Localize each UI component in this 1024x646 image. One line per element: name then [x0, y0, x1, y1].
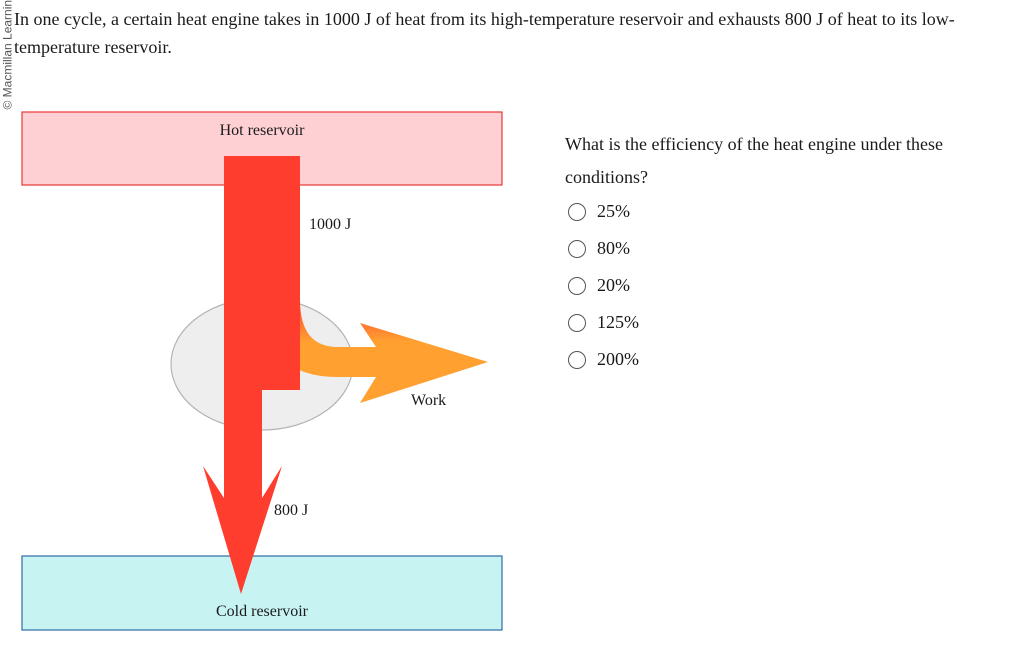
hot-reservoir-label: Hot reservoir — [220, 122, 306, 139]
answer-choices: 25% 80% 20% 125% 200% — [568, 193, 639, 378]
heat-out-label: 800 J — [274, 502, 308, 519]
radio-button[interactable] — [568, 350, 586, 369]
choice-20-percent[interactable]: 20% — [568, 267, 639, 304]
choice-label: 80% — [597, 238, 630, 258]
radio-button[interactable] — [568, 239, 586, 258]
heat-engine-diagram: Hot reservoir Cold reservoir 1000 J 800 … — [21, 111, 503, 631]
work-arrow — [262, 300, 488, 403]
cold-reservoir — [21, 555, 503, 631]
efficiency-prompt: What is the efficiency of the heat engin… — [565, 134, 944, 187]
choice-label: 125% — [597, 312, 639, 332]
choice-label: 20% — [597, 275, 630, 295]
radio-button[interactable] — [568, 276, 586, 295]
choice-125-percent[interactable]: 125% — [568, 304, 639, 341]
cold-reservoir-label: Cold reservoir — [216, 603, 309, 620]
question-text: In one cycle, a certain heat engine take… — [14, 9, 955, 57]
choice-80-percent[interactable]: 80% — [568, 230, 639, 267]
choice-200-percent[interactable]: 200% — [568, 341, 639, 378]
choice-label: 200% — [597, 349, 639, 369]
choice-label: 25% — [597, 201, 630, 221]
radio-button[interactable] — [568, 202, 586, 221]
heat-flow-arrow — [203, 156, 300, 594]
heat-in-label: 1000 J — [309, 216, 351, 233]
choice-25-percent[interactable]: 25% — [568, 193, 639, 230]
radio-button[interactable] — [568, 313, 586, 332]
work-label: Work — [411, 392, 446, 409]
